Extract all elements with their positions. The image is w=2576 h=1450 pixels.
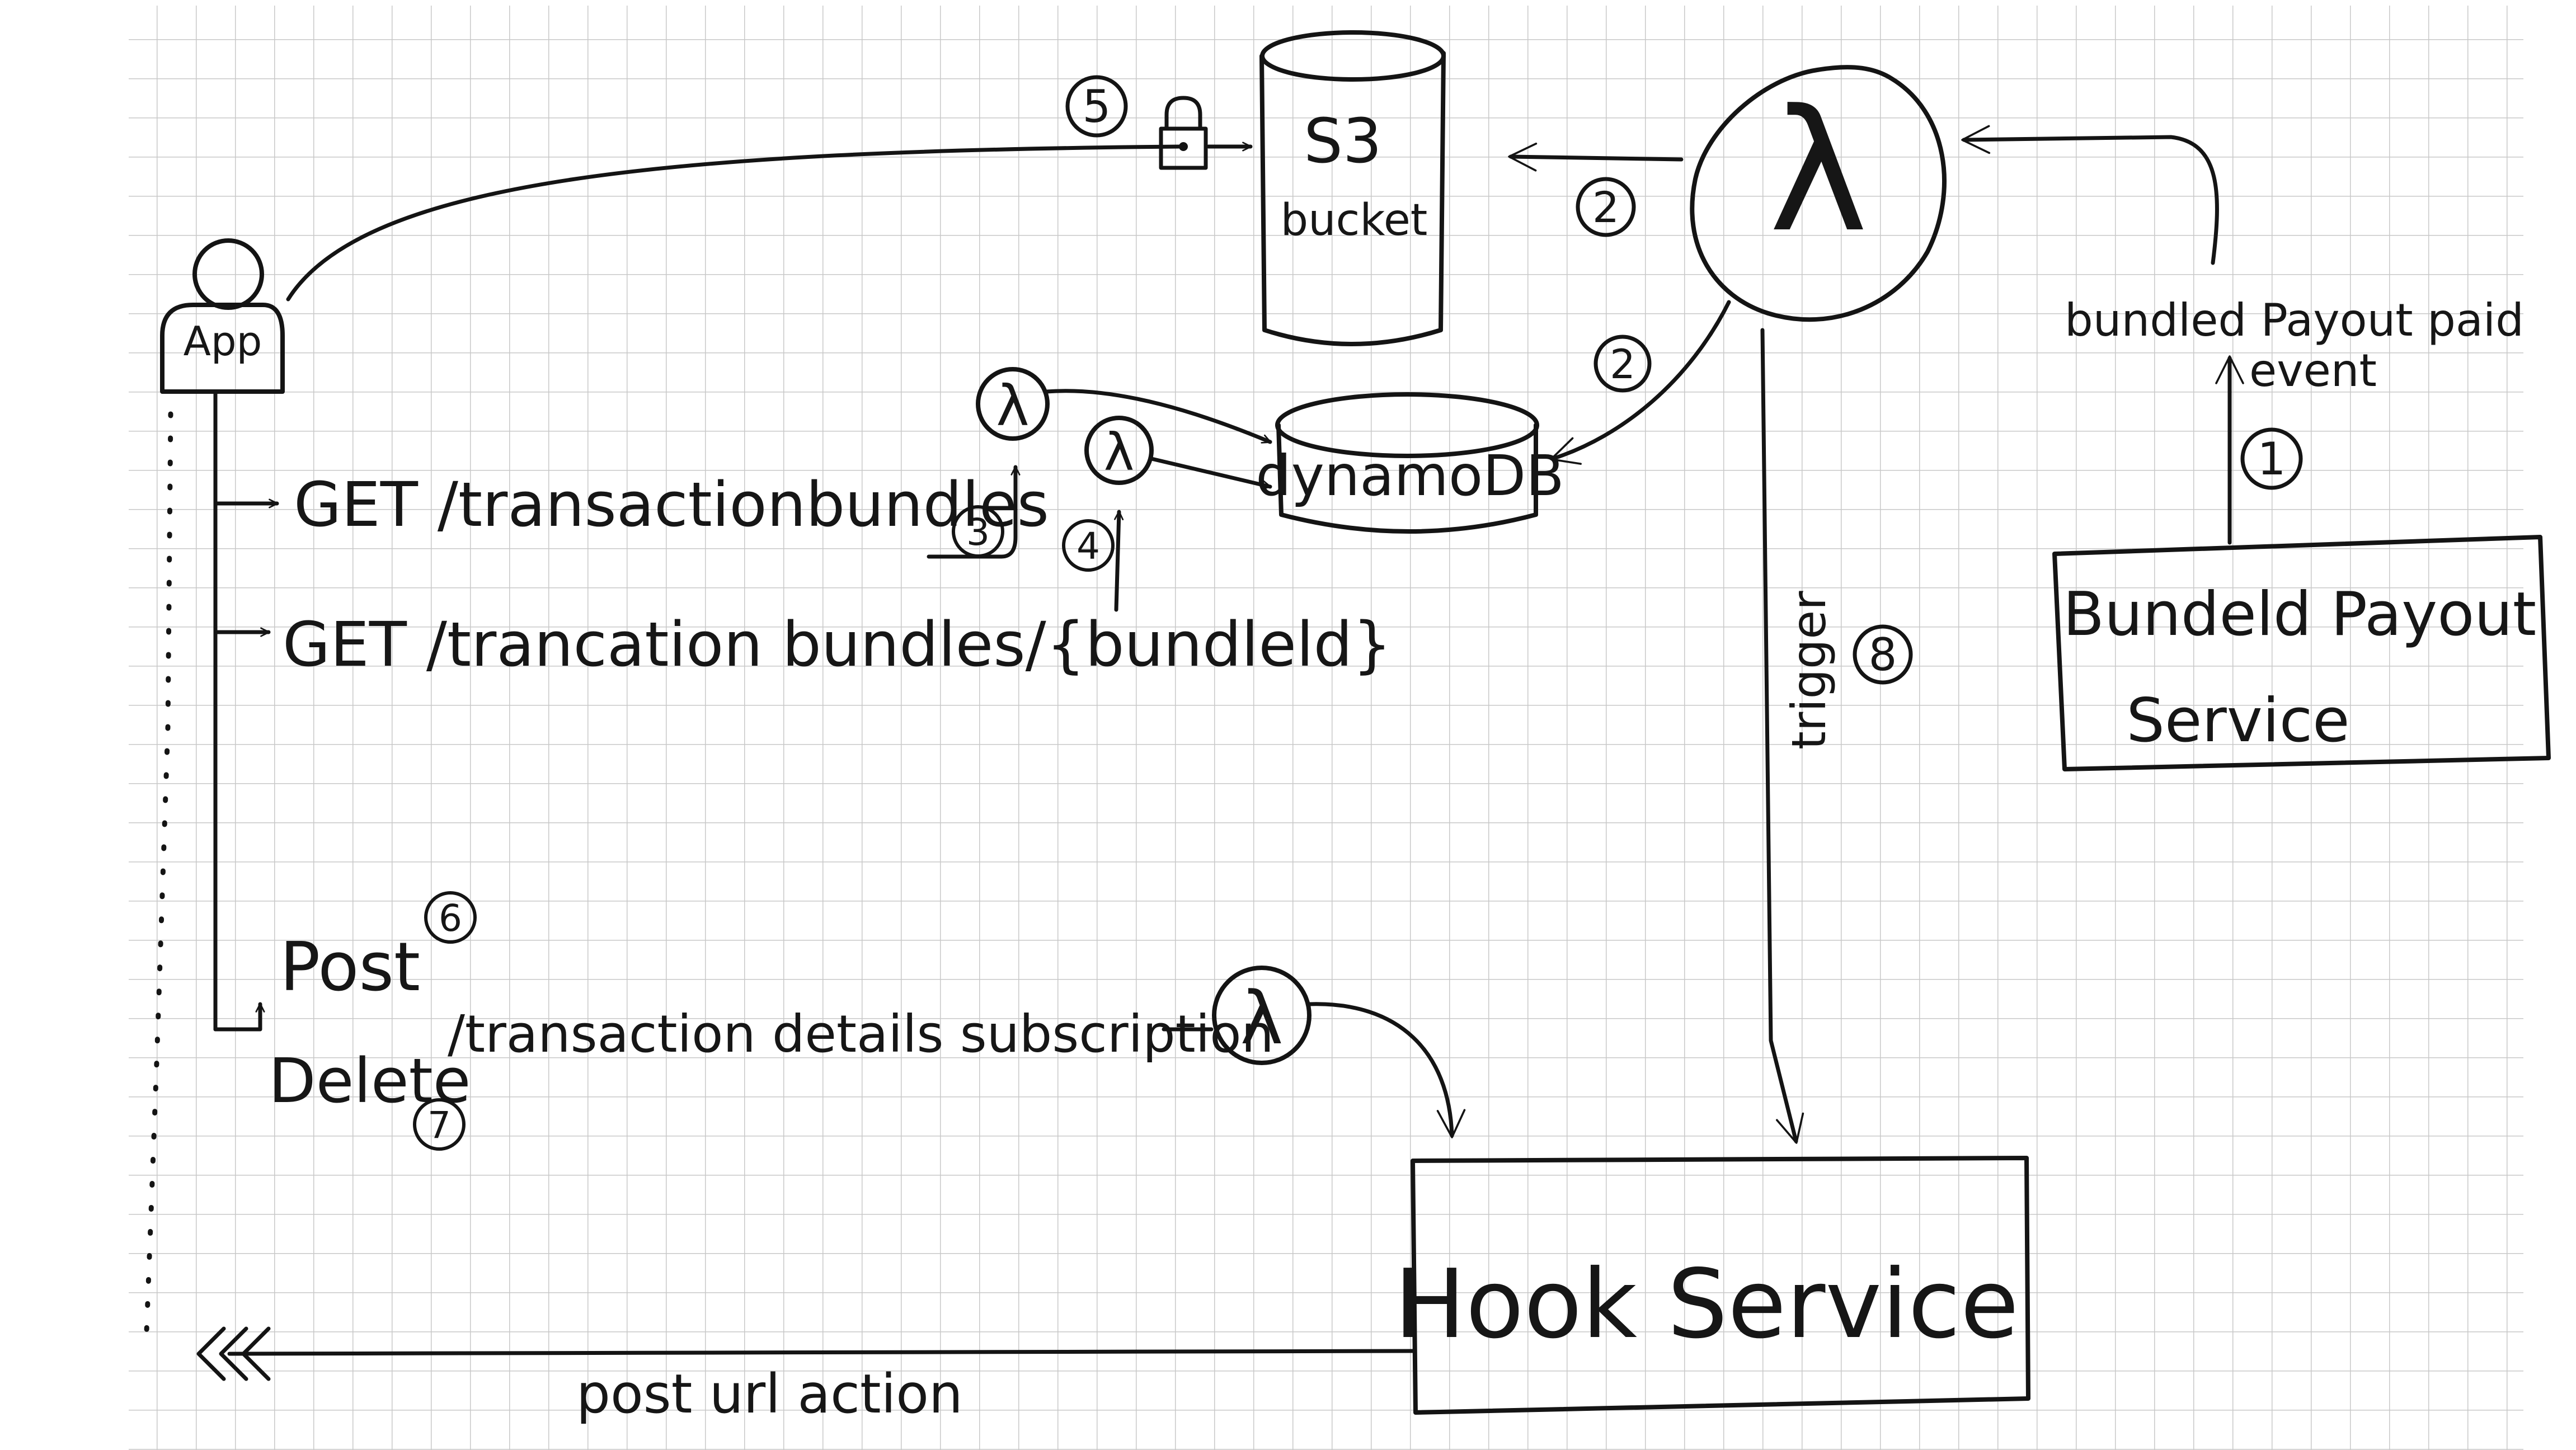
endpoint-delete: Delete [269, 1045, 471, 1117]
step-1-badge: 1 [2240, 427, 2303, 490]
multi-arrow-head [196, 1326, 271, 1381]
dynamodb-table: dynamoDB [1256, 392, 1564, 534]
step-5-badge: 5 [1065, 75, 1128, 138]
dynamodb-label: dynamoDB [1256, 443, 1564, 509]
edge-get-list-to-lambda [927, 465, 1021, 559]
edge-get-one-to-lambda [1114, 510, 1124, 612]
svg-text:1: 1 [2258, 433, 2286, 485]
svg-text:6: 6 [439, 897, 462, 940]
lock-icon [1159, 96, 1208, 170]
endpoint-get-list: GET /transactionbundles [294, 469, 1049, 540]
svg-text:λ: λ [996, 373, 1029, 439]
post-url-action-label: post url action [576, 1363, 963, 1425]
step-8-badge: 8 [1853, 624, 1913, 685]
app-lifeline [144, 411, 173, 1334]
trigger-label: trigger [1781, 591, 1836, 750]
s3-bucket: S3 bucket [1259, 30, 1446, 346]
lambda-get-one: λ [1084, 416, 1154, 485]
svg-text:2: 2 [1610, 341, 1635, 388]
edge-lambda-subscription-to-hook [1307, 1002, 1466, 1138]
edge-app-subscription [213, 1002, 265, 1032]
bundled-payout-service: Bundeld Payout Service [2052, 535, 2551, 771]
step-2-badge-s3: 2 [1576, 177, 1636, 237]
lambda-get-list: λ [976, 367, 1050, 441]
user-icon [160, 238, 285, 394]
endpoint-post: Post [280, 929, 420, 1006]
svg-text:4: 4 [1077, 525, 1100, 568]
lambda-subscription: λ [1212, 966, 1311, 1065]
s3-bucket-label: bucket [1281, 195, 1428, 246]
edge-lambda-one-to-dynamodb [1149, 456, 1272, 490]
lambda-main-symbol: λ [1769, 74, 1868, 269]
svg-text:7: 7 [427, 1104, 451, 1147]
step-2-badge-dynamodb: 2 [1593, 335, 1652, 393]
grid-paper [129, 6, 2523, 1450]
svg-text:2: 2 [1592, 182, 1619, 232]
lambda-main: λ [1690, 65, 1947, 322]
edge-lambda-to-dynamodb [1550, 300, 1731, 465]
hook-service: Hook Service [1394, 1156, 2030, 1415]
step-6-badge: 6 [424, 891, 477, 944]
svg-text:5: 5 [1083, 81, 1111, 133]
app-label: App [184, 318, 262, 365]
event-label-line1: bundled Payout paid [2065, 294, 2524, 346]
step-4-badge: 4 [1062, 519, 1115, 572]
edge-event-to-lambda [1961, 125, 2219, 265]
step-7-badge: 7 [413, 1098, 466, 1151]
svg-text:8: 8 [1869, 629, 1897, 681]
hook-service-label: Hook Service [1394, 1249, 2019, 1360]
edge-hook-to-app [227, 1349, 1415, 1356]
app-actor: App [160, 238, 285, 394]
svg-text:λ: λ [1104, 422, 1134, 482]
edge-app-to-s3 [286, 144, 1183, 302]
event-label-line2: event [2249, 345, 2377, 397]
edge-lambda-to-s3 [1508, 142, 1684, 172]
endpoint-get-one: GET /trancation bundles/{bundleld} [283, 609, 1392, 680]
s3-label: S3 [1304, 105, 1382, 177]
endpoint-subscription: /transaction details subscription [448, 1004, 1274, 1064]
svg-text:3: 3 [966, 511, 990, 554]
svg-text:λ: λ [1240, 976, 1284, 1061]
edge-lambda-list-to-dynamodb [1044, 389, 1272, 444]
bundled-payout-service-label: Bundeld Payout [2063, 580, 2536, 649]
edge-lambda-trigger-hook [1760, 328, 1804, 1144]
step-3-badge: 3 [952, 505, 1004, 558]
bundled-payout-service-label-2: Service [2126, 686, 2349, 756]
